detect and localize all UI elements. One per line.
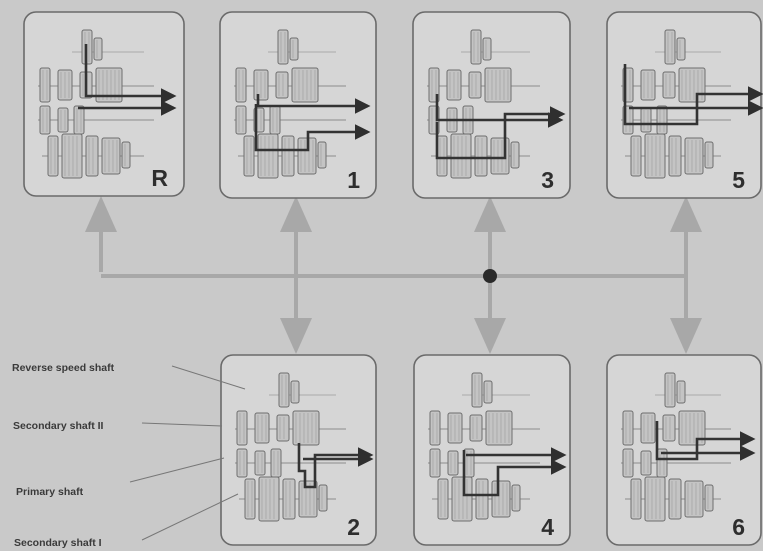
gear-number: 4 bbox=[541, 514, 554, 540]
label-primary-shaft: Primary shaft bbox=[16, 486, 84, 498]
label-secondary-shaft-2: Secondary shaft II bbox=[13, 420, 104, 432]
gear-number: 6 bbox=[732, 514, 745, 540]
gear-panel-1: 1 bbox=[220, 12, 376, 198]
gear-panel-R: R bbox=[24, 12, 184, 196]
gear-panel-3: 3 bbox=[413, 12, 570, 198]
gear-number: 3 bbox=[541, 167, 554, 193]
gear-number: 1 bbox=[347, 167, 360, 193]
neutral-dot bbox=[483, 269, 497, 283]
gear-panel-2: 2 bbox=[221, 355, 376, 545]
label-secondary-shaft-1: Secondary shaft I bbox=[14, 537, 102, 549]
gear-panel-6: 6 bbox=[607, 355, 761, 545]
label-reverse-speed-shaft: Reverse speed shaft bbox=[12, 362, 115, 374]
shift-connectors bbox=[101, 212, 686, 338]
gear-number: 5 bbox=[732, 167, 745, 193]
gear-number: R bbox=[151, 165, 168, 191]
gear-number: 2 bbox=[347, 514, 360, 540]
shaft-labels: Reverse speed shaft Secondary shaft II P… bbox=[12, 362, 245, 549]
gear-panel-4: 4 bbox=[414, 355, 570, 545]
gear-panel-5: 5 bbox=[607, 12, 761, 198]
